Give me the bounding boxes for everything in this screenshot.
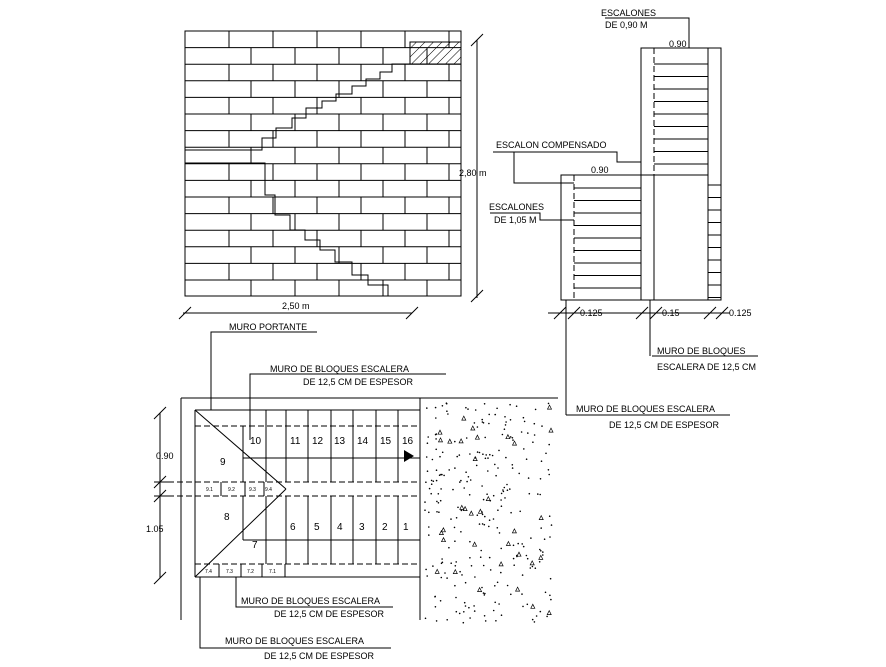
muro-portante-label: MURO PORTANTE — [229, 322, 307, 332]
elevation-width-label: 2,50 m — [282, 301, 310, 311]
section-dim-mid: 0.15 — [662, 308, 680, 318]
section-bottom-dims — [548, 306, 730, 320]
sub-step-7.2: 7.2 — [247, 569, 254, 575]
step-1: 1 — [403, 522, 409, 533]
step-4: 4 — [337, 522, 343, 533]
step-16: 16 — [402, 436, 414, 447]
step-11: 11 — [290, 436, 301, 447]
stair-arrow — [404, 450, 414, 462]
muro-escalera-2: DE 12,5 CM DE ESPESOR — [609, 420, 720, 430]
step-13: 13 — [334, 436, 346, 447]
section-dim-right: 0.125 — [729, 308, 752, 318]
elevation-dimensions — [178, 33, 484, 320]
section-compensado: ESCALON COMPENSADO — [496, 140, 607, 150]
muro-bloques-1: MURO DE BLOQUES — [657, 346, 746, 356]
sub-step-9.1: 9.1 — [206, 487, 213, 493]
sub-step-9.3: 9.3 — [249, 487, 256, 493]
sub-step-9.4: 9.4 — [265, 487, 272, 493]
section-steps — [574, 63, 721, 298]
plan-bottom-label2-2: DE 12,5 CM DE ESPESOR — [264, 651, 375, 661]
sub-step-7.4: 7.4 — [205, 569, 212, 575]
sub-step-7.3: 7.3 — [226, 569, 233, 575]
step-9: 9 — [220, 457, 226, 468]
muro-escalera-1: MURO DE BLOQUES ESCALERA — [576, 404, 715, 414]
step-10: 10 — [250, 436, 262, 447]
sub-step-7.1: 7.1 — [269, 569, 276, 575]
step-14: 14 — [357, 436, 369, 447]
stair-profile-lower — [185, 162, 410, 297]
landing-slab — [409, 41, 462, 65]
step-3: 3 — [359, 522, 365, 533]
section-escalones-bottom-2: DE 1,05 M — [494, 215, 537, 225]
plan-dim-top: 0.90 — [156, 451, 174, 461]
step-5: 5 — [314, 522, 320, 533]
wall-elevation — [184, 30, 462, 297]
stair-plan — [154, 331, 558, 649]
section-top-width: 0.90 — [669, 39, 687, 49]
step-numbers: 10 11 12 13 14 15 16 6 5 4 3 2 1 9.1 9.2 9.3 9.4 7.4 7.3 7.… — [205, 436, 414, 575]
muro-bloques-2: ESCALERA DE 12,5 CM — [657, 362, 756, 372]
section-escalones-bottom-1: ESCALONES — [489, 202, 544, 212]
section-dim-left: 0.125 — [580, 308, 603, 318]
step-6: 6 — [290, 522, 296, 533]
stair-profile-upper — [185, 63, 410, 151]
plan-dim-ticks — [153, 406, 167, 585]
section-escalones-top-2: DE 0,90 M — [605, 20, 648, 30]
stair-section — [490, 17, 722, 415]
step-8: 8 — [224, 512, 230, 523]
step-7: 7 — [252, 540, 258, 551]
sub-step-9.2: 9.2 — [228, 487, 235, 493]
plan-top-label-2: DE 12,5 CM DE ESPESOR — [303, 377, 414, 387]
plan-top-label-1: MURO DE BLOQUES ESCALERA — [270, 364, 409, 374]
plan-bottom-label1-2: DE 12,5 CM DE ESPESOR — [274, 609, 385, 619]
plan-dim-bottom: 1.05 — [146, 524, 164, 534]
step-2: 2 — [382, 522, 388, 533]
step-12: 12 — [312, 436, 324, 447]
plan-bottom-label2-1: MURO DE BLOQUES ESCALERA — [225, 636, 364, 646]
plan-bottom-label1-1: MURO DE BLOQUES ESCALERA — [241, 596, 380, 606]
step-15: 15 — [380, 436, 392, 447]
elevation-height-label: 2,80 m — [459, 168, 487, 178]
section-wall-right — [640, 47, 722, 301]
section-escalones-top-1: ESCALONES — [601, 8, 656, 18]
section-mid-width: 0.90 — [591, 165, 609, 175]
ground-fill — [424, 402, 554, 624]
